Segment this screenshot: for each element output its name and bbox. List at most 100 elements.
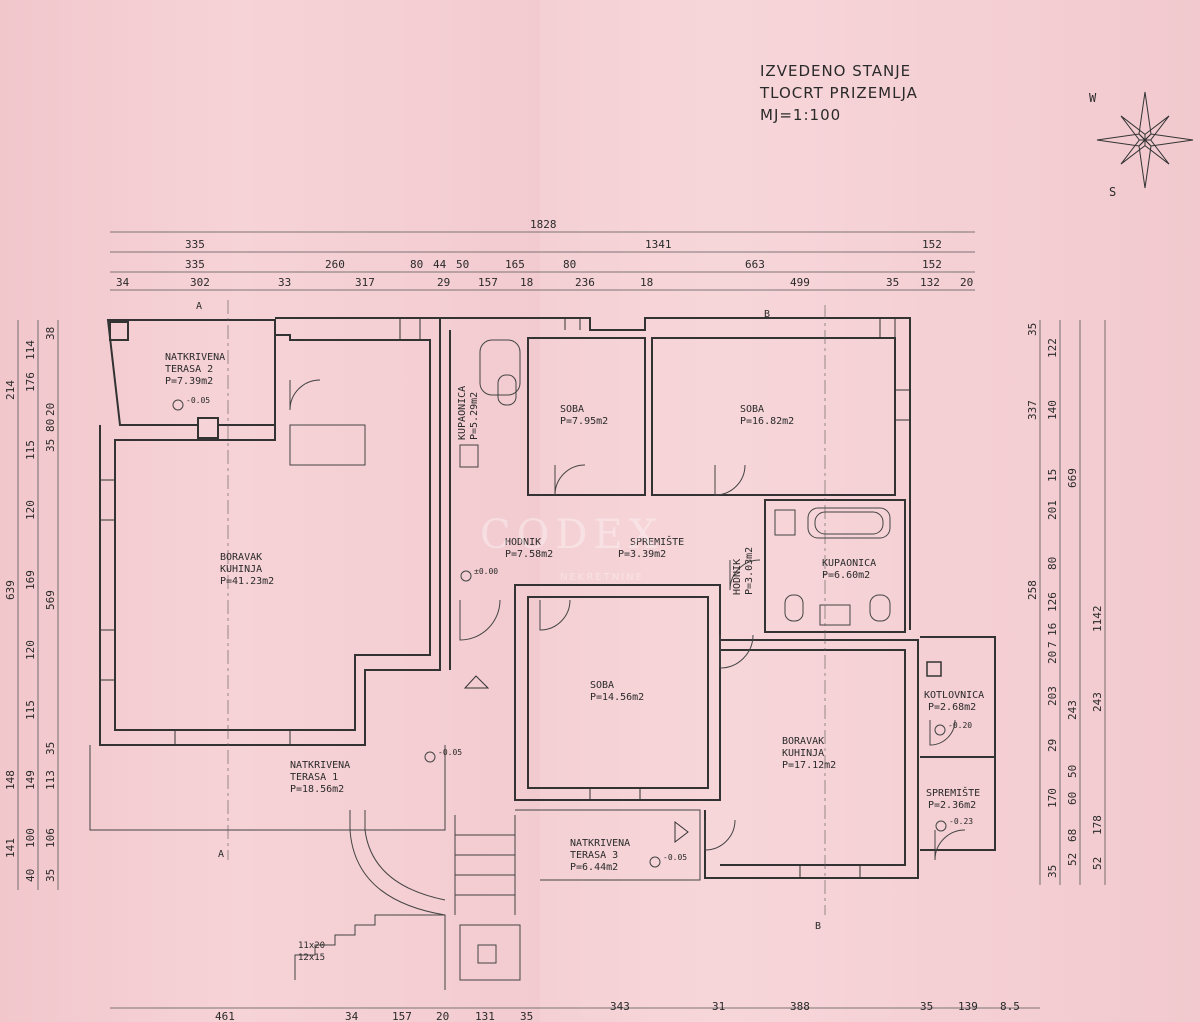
svg-text:80: 80 xyxy=(563,258,576,271)
svg-text:P=18.56m2: P=18.56m2 xyxy=(290,784,344,795)
svg-text:8.5: 8.5 xyxy=(1000,1000,1020,1013)
svg-text:152: 152 xyxy=(922,238,942,251)
svg-text:P=5.29m2: P=5.29m2 xyxy=(469,392,480,440)
room-terasa-2: NATKRIVENA TERASA 2 P=7.39m2 xyxy=(165,352,225,387)
plan-title-line1: IZVEDENO STANJE xyxy=(760,62,912,80)
section-marks: A A B B xyxy=(196,301,821,932)
svg-text:243: 243 xyxy=(1091,692,1104,712)
svg-text:38: 38 xyxy=(44,327,57,340)
svg-text:20: 20 xyxy=(1046,651,1059,664)
svg-text:20: 20 xyxy=(436,1010,449,1022)
svg-text:120: 120 xyxy=(24,640,37,660)
svg-text:80: 80 xyxy=(1046,557,1059,570)
svg-text:157: 157 xyxy=(392,1010,412,1022)
svg-text:P=14.56m2: P=14.56m2 xyxy=(590,692,644,703)
svg-text:170: 170 xyxy=(1046,788,1059,808)
room-boravak-kuhinja-2: BORAVAK KUHINJA P=17.12m2 xyxy=(782,736,836,771)
svg-text:KOTLOVNICA: KOTLOVNICA xyxy=(924,690,984,701)
svg-text:SPREMIŠTE: SPREMIŠTE xyxy=(630,535,684,548)
plan-title-line2: TLOCRT PRIZEMLJA xyxy=(760,84,918,102)
svg-text:669: 669 xyxy=(1066,468,1079,488)
svg-text:33: 33 xyxy=(278,276,291,289)
svg-text:TERASA 3: TERASA 3 xyxy=(570,850,618,861)
svg-text:P=17.12m2: P=17.12m2 xyxy=(782,760,836,771)
svg-text:201: 201 xyxy=(1046,500,1059,520)
svg-text:35: 35 xyxy=(44,742,57,755)
bottom-dimension-line: 461 34 157 20 131 35 343 31 388 35 139 8… xyxy=(110,1000,1040,1022)
svg-text:335: 335 xyxy=(185,258,205,271)
room-kupaonica-1: KUPAONICA P=5.29m2 xyxy=(457,386,480,440)
svg-text:115: 115 xyxy=(24,440,37,460)
top-dimension-lines xyxy=(110,231,975,291)
svg-text:P=7.39m2: P=7.39m2 xyxy=(165,376,213,387)
svg-text:343: 343 xyxy=(610,1000,630,1013)
building-walls xyxy=(89,300,996,990)
svg-text:114: 114 xyxy=(24,340,37,360)
svg-text:214: 214 xyxy=(4,380,17,400)
compass-w-label: W xyxy=(1089,91,1097,105)
plan-title-block: IZVEDENO STANJE TLOCRT PRIZEMLJA MJ=1:10… xyxy=(760,60,918,126)
svg-text:TERASA 2: TERASA 2 xyxy=(165,364,213,375)
svg-text:SOBA: SOBA xyxy=(740,404,764,415)
right-dimension-lines xyxy=(1039,320,1106,885)
svg-text:35: 35 xyxy=(44,869,57,882)
svg-text:BORAVAK: BORAVAK xyxy=(782,736,824,747)
svg-text:243: 243 xyxy=(1066,700,1079,720)
svg-text:-0.05: -0.05 xyxy=(438,748,462,757)
svg-text:KUHINJA: KUHINJA xyxy=(220,564,262,575)
svg-text:P=7.58m2: P=7.58m2 xyxy=(505,549,553,560)
svg-text:131: 131 xyxy=(475,1010,495,1022)
svg-text:60: 60 xyxy=(1066,792,1079,805)
dim-right-col1: 35 122 140 15 201 80 126 16 7 20 243 203… xyxy=(1026,323,1079,878)
room-terasa-3: NATKRIVENA TERASA 3 P=6.44m2 xyxy=(570,838,630,873)
svg-text:176: 176 xyxy=(24,372,37,392)
room-hodnik-2: HODNIK P=3.03m2 xyxy=(732,547,755,595)
svg-text:NATKRIVENA: NATKRIVENA xyxy=(570,838,630,849)
svg-text:122: 122 xyxy=(1046,338,1059,358)
svg-text:31: 31 xyxy=(712,1000,725,1013)
svg-text:115: 115 xyxy=(24,700,37,720)
svg-text:20: 20 xyxy=(960,276,973,289)
svg-text:29: 29 xyxy=(437,276,450,289)
svg-text:NATKRIVENA: NATKRIVENA xyxy=(290,760,350,771)
svg-text:20: 20 xyxy=(44,403,57,416)
svg-text:44: 44 xyxy=(433,258,447,271)
svg-text:639: 639 xyxy=(4,580,17,600)
svg-text:1142: 1142 xyxy=(1091,606,1104,633)
svg-text:113: 113 xyxy=(44,770,57,790)
svg-text:A: A xyxy=(196,301,202,312)
svg-text:52: 52 xyxy=(1066,853,1079,866)
dim-top-total: 1828 xyxy=(530,218,557,231)
svg-text:29: 29 xyxy=(1046,739,1059,752)
level-markers: -0.05 ±0.00 -0.05 -0.05 -0.20 -0.23 xyxy=(172,396,973,868)
svg-text:KUHINJA: KUHINJA xyxy=(782,748,824,759)
dim-left-col2: 114 176 115 120 169 120 115 149 100 40 xyxy=(24,340,37,882)
svg-text:302: 302 xyxy=(190,276,210,289)
room-labels: NATKRIVENA TERASA 2 P=7.39m2 KUPAONICA P… xyxy=(165,352,984,873)
room-terasa-1: NATKRIVENA TERASA 1 P=18.56m2 xyxy=(290,760,350,795)
svg-text:B: B xyxy=(764,309,770,320)
svg-text:11x20: 11x20 xyxy=(298,941,325,951)
svg-text:-0.05: -0.05 xyxy=(663,853,687,862)
svg-text:141: 141 xyxy=(4,838,17,858)
svg-text:52: 52 xyxy=(1091,857,1104,870)
svg-text:461: 461 xyxy=(215,1010,235,1022)
svg-text:140: 140 xyxy=(1046,400,1059,420)
svg-text:SPREMIŠTE: SPREMIŠTE xyxy=(926,786,980,799)
svg-text:50: 50 xyxy=(1066,765,1079,778)
svg-text:35: 35 xyxy=(44,439,57,452)
svg-text:50: 50 xyxy=(456,258,469,271)
svg-text:-0.05: -0.05 xyxy=(186,396,210,405)
svg-text:HODNIK: HODNIK xyxy=(732,559,743,595)
svg-text:NATKRIVENA: NATKRIVENA xyxy=(165,352,225,363)
room-soba-2: SOBA P=16.82m2 xyxy=(740,404,794,427)
svg-text:236: 236 xyxy=(575,276,595,289)
svg-text:35: 35 xyxy=(886,276,899,289)
svg-text:SOBA: SOBA xyxy=(590,680,614,691)
svg-text:35: 35 xyxy=(520,1010,533,1022)
svg-text:-0.20: -0.20 xyxy=(948,721,972,730)
svg-text:12x15: 12x15 xyxy=(298,953,325,963)
svg-text:35: 35 xyxy=(1046,865,1059,878)
svg-text:106: 106 xyxy=(44,828,57,848)
svg-text:35: 35 xyxy=(920,1000,933,1013)
